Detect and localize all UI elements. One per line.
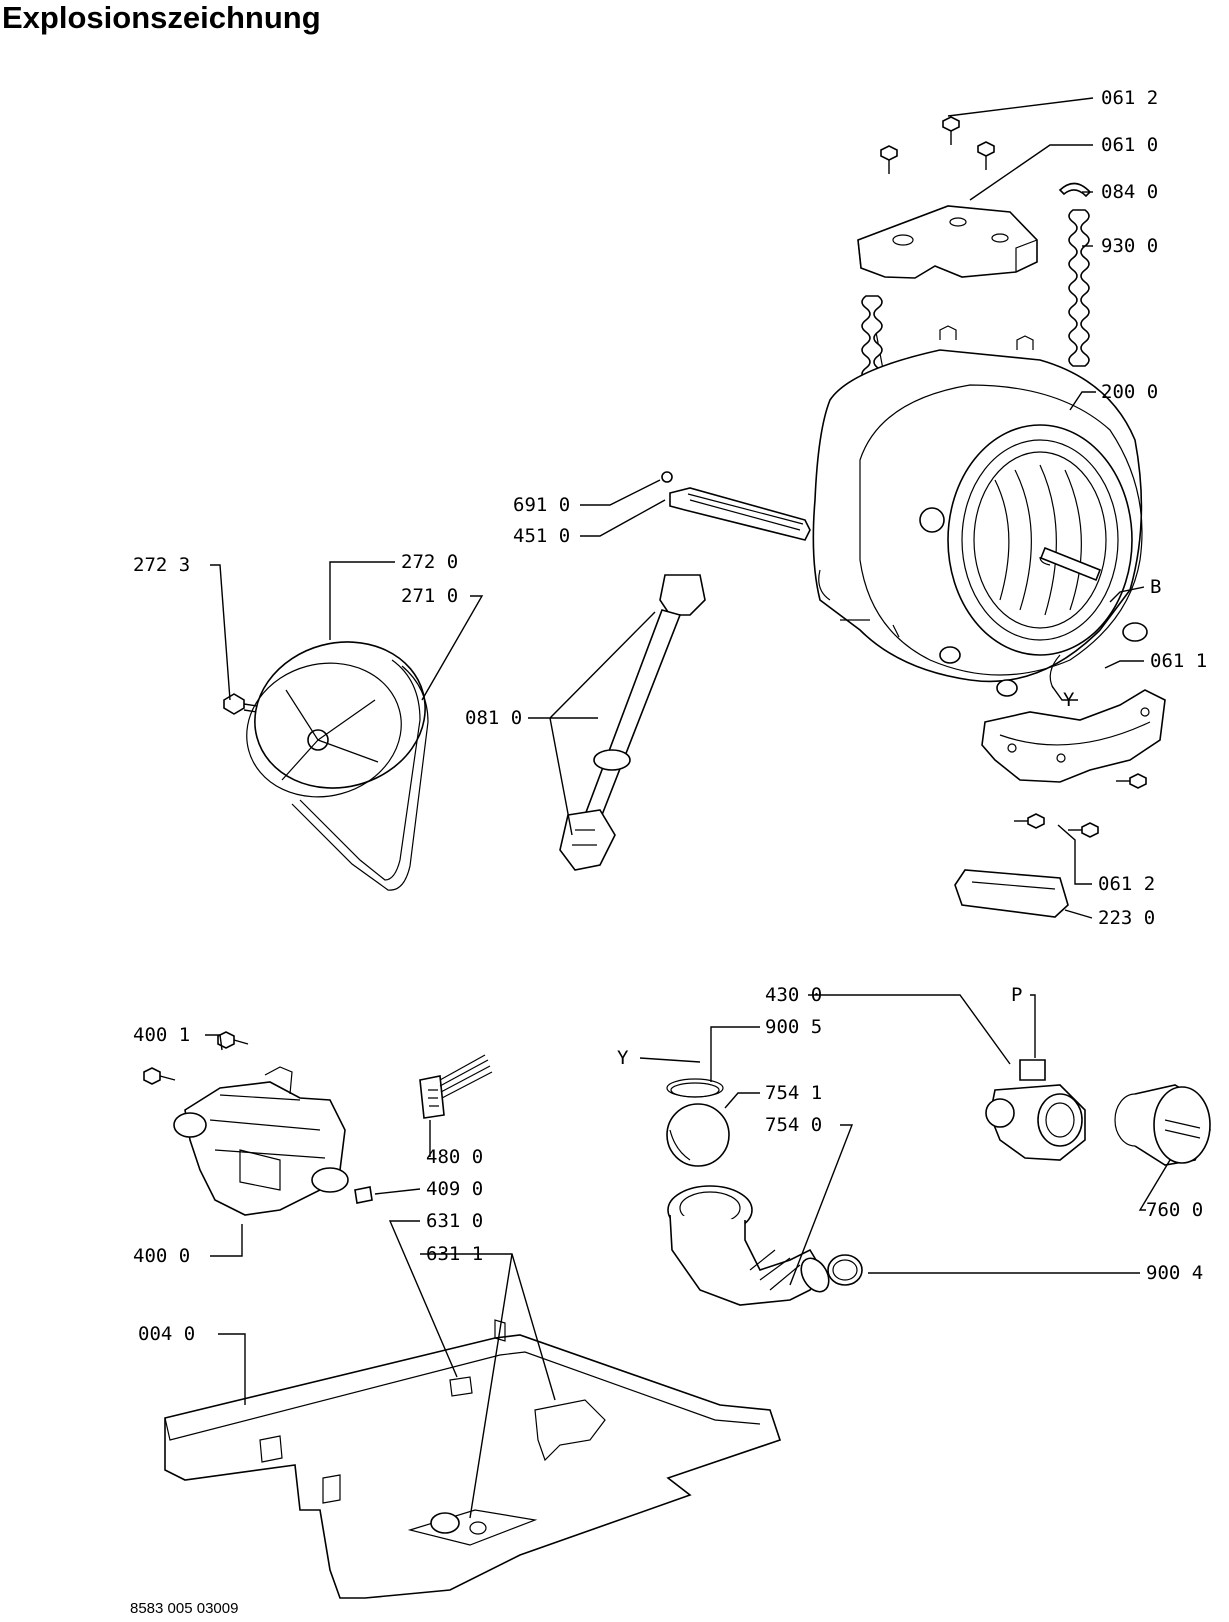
shock-absorber: [559, 574, 706, 871]
label-272-3: 272 3: [133, 554, 190, 576]
page-title: Explosionszeichnung: [2, 0, 321, 35]
clamp-ring: [666, 1078, 724, 1098]
label-084-0: 084 0: [1101, 181, 1158, 203]
label-400-1: 400 1: [133, 1024, 190, 1046]
label-061-2-top: 061 2: [1101, 87, 1158, 109]
label-631-0: 631 0: [426, 1210, 483, 1232]
label-400-0: 400 0: [133, 1245, 190, 1267]
tub-assembly: [812, 325, 1148, 697]
drawing-code: 8583 005 03009: [130, 1600, 239, 1617]
motor-bolt-2: [143, 1067, 176, 1085]
rear-bracket: [981, 689, 1166, 783]
label-p: P: [1011, 984, 1022, 1006]
label-754-1: 754 1: [765, 1082, 822, 1104]
label-631-1: 631 1: [426, 1243, 483, 1265]
label-200-0: 200 0: [1101, 381, 1158, 403]
wiring-connector: [419, 1054, 493, 1119]
motor: [173, 1066, 349, 1216]
drum-lifter: [954, 869, 1069, 918]
screw-3: [977, 141, 995, 170]
label-900-4: 900 4: [1146, 1262, 1203, 1284]
screw-6: [1068, 822, 1099, 838]
screw-2: [880, 145, 898, 174]
leader-lines: [205, 97, 1171, 1519]
drum-pulley: [246, 641, 426, 798]
lower-screws: [1014, 773, 1147, 838]
drive-belt: [291, 659, 429, 891]
sump-hose: [667, 1185, 830, 1306]
motor-bolt-1: [217, 1031, 249, 1049]
label-061-1: 061 1: [1150, 650, 1207, 672]
heater-element: [661, 471, 811, 541]
motor-plug: [354, 1186, 373, 1204]
pump-filter: [1114, 1084, 1211, 1166]
label-754-0: 754 0: [765, 1114, 822, 1136]
drain-pump: [985, 1059, 1086, 1161]
label-y-upper: Y: [1063, 689, 1075, 711]
label-451-0: 451 0: [513, 525, 570, 547]
label-409-0: 409 0: [426, 1178, 483, 1200]
label-930-0: 930 0: [1101, 235, 1158, 257]
label-061-2-bottom: 061 2: [1098, 873, 1155, 895]
label-760-0: 760 0: [1146, 1199, 1203, 1221]
label-223-0: 223 0: [1098, 907, 1155, 929]
screw-1: [942, 116, 960, 145]
label-691-0: 691 0: [513, 494, 570, 516]
motor-bolts: [143, 1031, 249, 1085]
label-271-0: 271 0: [401, 585, 458, 607]
top-screws: [880, 116, 995, 174]
base-plate: [164, 1319, 782, 1599]
label-004-0: 004 0: [138, 1323, 195, 1345]
screw-4: [1116, 773, 1147, 789]
label-061-0: 061 0: [1101, 134, 1158, 156]
screw-5: [1014, 813, 1045, 829]
label-480-0: 480 0: [426, 1146, 483, 1168]
hose-clamp: [827, 1254, 863, 1286]
ball-valve: [666, 1103, 730, 1167]
label-272-0: 272 0: [401, 551, 458, 573]
spring-clip: [1058, 182, 1092, 198]
label-430-0: 430 0: [765, 984, 822, 1006]
label-900-5: 900 5: [765, 1016, 822, 1038]
part-labels: 061 2 061 0 084 0 930 0 200 0 B 061 1 Y …: [133, 87, 1207, 1345]
top-lid-bracket: [857, 205, 1038, 279]
label-b: B: [1150, 576, 1161, 598]
label-081-0: 081 0: [465, 707, 522, 729]
label-y-lower: Y: [617, 1047, 629, 1069]
